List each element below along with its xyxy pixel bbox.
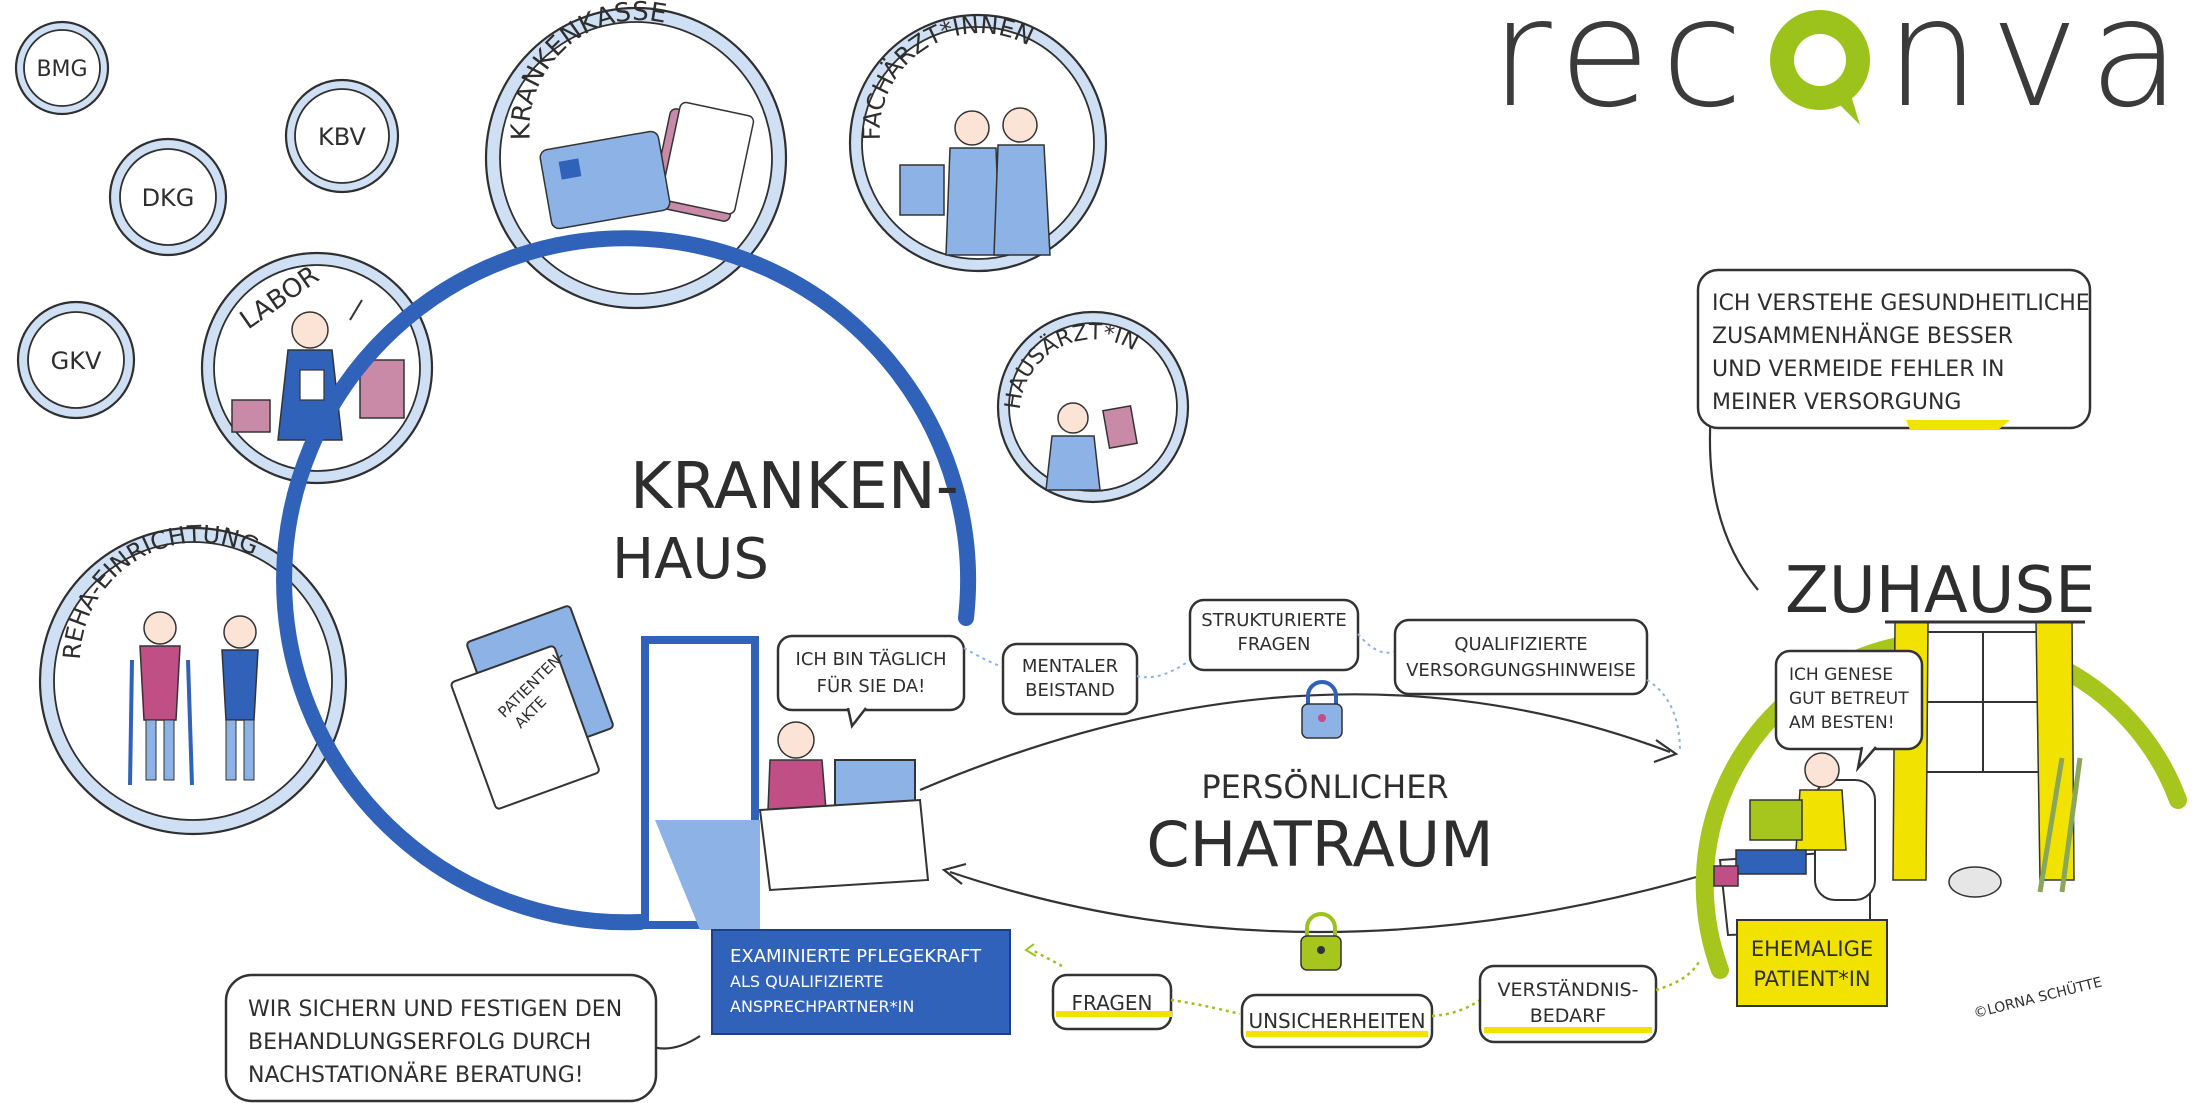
general-practitioner-figure [1045,402,1138,491]
lock-icon-bottom [1300,912,1342,971]
crutches-icon [2037,757,2083,893]
chat-to-hospital-line2: BEDARF [1530,1005,1606,1027]
small-circle-gkv: GKV [16,300,136,420]
chat-to-hospital-line1: UNSICHERHEITEN [1248,1009,1425,1033]
small-circle-dkg: DKG [108,137,228,257]
chat-bubble-strukturierte-fragen: STRUKTURIERTE FRAGEN [1188,598,1360,672]
circle-krankenkasse: KRANKENKASSE [484,0,788,310]
chat-to-home-line2: VERSORGUNGSHINWEISE [1406,660,1636,681]
patient-bubble-line3: AM BESTEN! [1789,713,1895,733]
patient-bubble-line2: GUT BETREUT [1789,689,1909,709]
small-circle-label: DKG [142,184,195,212]
small-circle-label: BMG [36,57,87,82]
logo-text-left: rec [1490,0,1753,141]
nurse-caption-line2: ALS QUALIFIZIERTE [730,972,884,991]
hospital-arc [276,230,977,931]
small-circle-label: KBV [318,123,366,151]
insurance-card-icon [539,101,755,230]
chat-to-hospital-line1: VERSTÄNDNIS- [1498,978,1639,1001]
chat-bubble-mentaler-beistand: MENTALER BEISTAND [1001,642,1139,716]
patient-in-armchair [1713,752,1876,937]
patient-quote-bubble: ICH VERSTEHE GESUNDHEITLICHE ZUSAMMENHÄN… [1696,268,2092,430]
home-title: ZUHAUSE [1785,554,2096,628]
lock-icon-top [1301,680,1343,739]
patient-speech-bubble: ICH GENESE GUT BETREUT AM BESTEN! [1774,649,1924,773]
chat-bubble-verstaendnisbedarf: VERSTÄNDNIS- BEDARF [1478,964,1658,1044]
nurse-desk-scene [641,636,930,930]
circle-fachaerzte: FACHÄRZT*INNEN [848,11,1108,273]
nurse-bubble-line1: ICH BIN TÄGLICH [796,649,947,670]
arrow-to-hospital [949,870,1701,934]
circle-hausarzt: HAUSÄRZT*IN [996,310,1190,504]
small-circle-kbv: KBV [284,78,400,194]
chat-to-home-line1: STRUKTURIERTE [1201,610,1346,631]
home-area: ZUHAUSE [1695,268,2187,1022]
laptop-icon [1749,799,1803,841]
bottom-quote-line2: BEHANDLUNGSERFOLG DURCH [248,1030,591,1055]
hospital-title-line2: HAUS [612,527,769,592]
nurse-head [777,721,815,759]
reconva-logo: rec nva [1490,0,2191,141]
hospital-title-line1: KRANKEN- [630,450,959,524]
circle-labor: LABOR [200,251,434,485]
credit-text: ©LORNA SCHÜTTE [1972,973,2104,1022]
nurse-speech-bubble: ICH BIN TÄGLICH FÜR SIE DA! [776,634,966,729]
nurse-caption-line3: ANSPRECHPARTNER*IN [730,997,914,1016]
nurse-bubble-line2: FÜR SIE DA! [817,675,926,697]
patient-caption-box: EHEMALIGE PATIENT*IN [1736,919,1888,1007]
rehab-patient-figure [128,611,259,786]
quote-line3: UND VERMEIDE FEHLER IN [1712,357,2004,382]
hospital-area: KRANKEN- HAUS PATIENTEN- AKTE ICH BIN TÄ… [276,230,1011,1035]
bottom-quote-line1: WIR SICHERN UND FESTIGEN DEN [248,997,622,1022]
small-circle-label: GKV [51,347,102,375]
chat-to-hospital-line1: FRAGEN [1071,991,1152,1015]
chat-bubble-qualifizierte-versorgungshinweise: QUALIFIZIERTE VERSORGUNGSHINWEISE [1393,618,1649,696]
patient-caption-line2: PATIENT*IN [1753,967,1870,991]
chat-bubble-fragen: FRAGEN [1051,973,1173,1031]
chat-to-home-line1: MENTALER [1022,656,1118,677]
bottom-quote-line3: NACHSTATIONÄRE BERATUNG! [248,1062,584,1088]
chat-room-area: PERSÖNLICHER CHATRAUM MENTALER BEISTAND … [919,598,1702,1049]
logo-text-right: nva [1885,0,2191,141]
chat-title-line2: CHATRAUM [1146,808,1493,881]
patient-caption-line1: EHEMALIGE [1751,937,1873,961]
desk [758,798,930,892]
chat-to-home-line2: BEISTAND [1025,680,1115,701]
nurse-caption-line1: EXAMINIERTE PFLEGEKRAFT [730,946,982,967]
nurse-caption-box: EXAMINIERTE PFLEGEKRAFT ALS QUALIFIZIERT… [711,929,1011,1035]
chat-to-home-line1: QUALIFIZIERTE [1454,634,1587,655]
patient-bubble-line1: ICH GENESE [1789,665,1893,685]
small-circle-bmg: BMG [14,20,110,116]
chat-bubble-unsicherheiten: UNSICHERHEITEN [1240,993,1434,1049]
patient-file-icon: PATIENTEN- AKTE [450,605,614,810]
quote-line2: ZUSAMMENHÄNGE BESSER [1712,323,2013,349]
sleeping-cat-icon [1948,866,2002,898]
quote-line4: MEINER VERSORGUNG [1712,390,1961,415]
quote-line1: ICH VERSTEHE GESUNDHEITLICHE [1712,291,2090,316]
chat-title-line1: PERSÖNLICHER [1201,768,1448,806]
window-with-curtains [1885,620,2085,881]
specialist-doctors-figure [899,107,1051,256]
nurse-body [767,759,827,811]
chat-to-home-line2: FRAGEN [1238,634,1311,655]
logo-speech-bubble-icon [1770,10,1870,125]
bottom-quote-bubble: WIR SICHERN UND FESTIGEN DEN BEHANDLUNGS… [224,973,701,1103]
